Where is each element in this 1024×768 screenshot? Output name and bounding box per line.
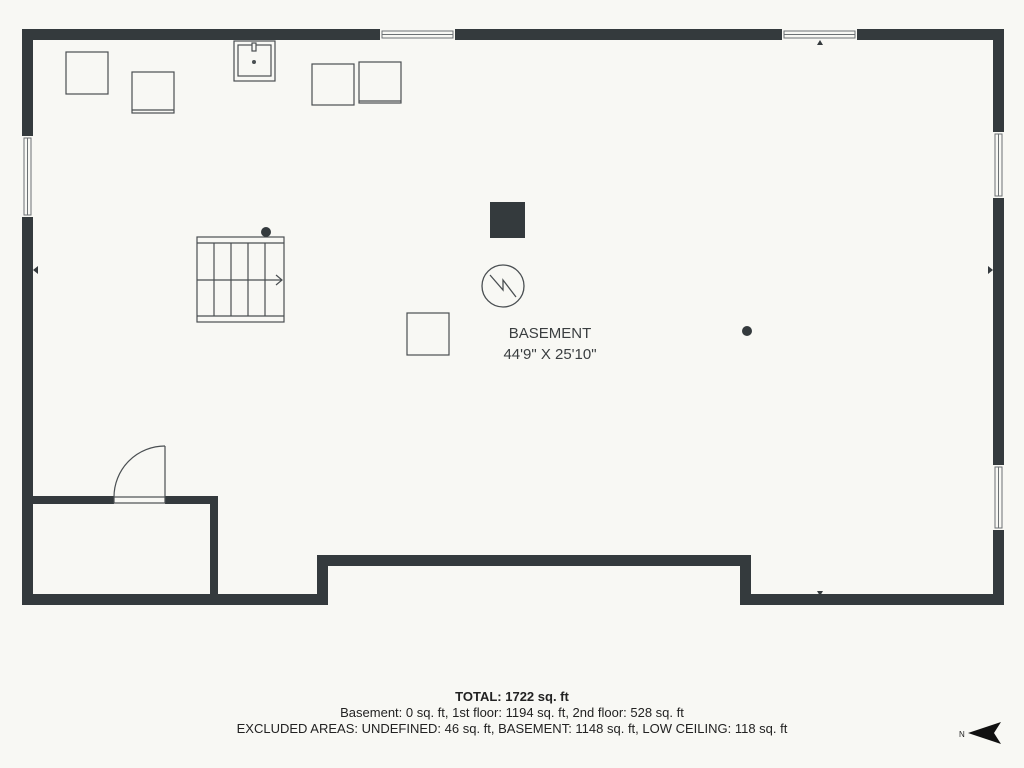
windows [22,29,1004,530]
north-arrow-icon: N [959,722,1001,744]
wall-notch-left [317,555,328,605]
stair-direction-arrow [275,274,283,286]
marker-bottom [817,591,823,596]
closet-wall-top-right [165,496,218,504]
exterior-walls [22,29,1004,605]
appliance-3 [311,63,355,106]
window-left [22,136,33,217]
post-dot-right [742,326,752,336]
wall-notch-top [317,555,751,566]
staircase [196,236,285,323]
floor-areas: Basement: 0 sq. ft, 1st floor: 1194 sq. … [340,705,684,720]
wall-bottom-left [22,594,328,605]
appliance-4 [358,61,402,104]
closet-door [113,445,166,504]
total-label: TOTAL: 1722 sq. ft [455,689,569,704]
wall-markers [33,40,993,596]
excluded-areas: EXCLUDED AREAS: UNDEFINED: 46 sq. ft, BA… [236,721,788,736]
window-right-lower [993,465,1004,530]
wall-notch-right [740,555,751,605]
window-right-upper [993,132,1004,198]
appliance-5 [406,312,450,356]
door-swing-arc [113,445,166,498]
support-column [490,202,525,238]
wall-bottom-right [740,594,1004,605]
wall-left [22,29,33,605]
marker-left [33,266,38,274]
marker-top [817,40,823,45]
room-name: BASEMENT [509,325,592,342]
room-dimensions: 44'9" X 25'10" [503,346,596,363]
closet-wall-top-left [22,496,114,504]
closet-wall-right [210,496,218,605]
electrical-panel-icon [481,264,525,308]
marker-right [988,266,993,274]
total-area: TOTAL: 1722 sq. ft [0,689,1024,705]
window-top-left [380,29,455,40]
window-top-right [782,29,857,40]
wall-right [993,29,1004,605]
wall-top [22,29,1004,40]
utility-sink [233,40,276,82]
closet-walls [22,496,218,605]
fixtures [65,40,402,114]
north-label: N [959,730,965,739]
appliance-1 [65,51,109,95]
post-dot-stairs [261,227,271,237]
appliance-2 [131,71,175,114]
